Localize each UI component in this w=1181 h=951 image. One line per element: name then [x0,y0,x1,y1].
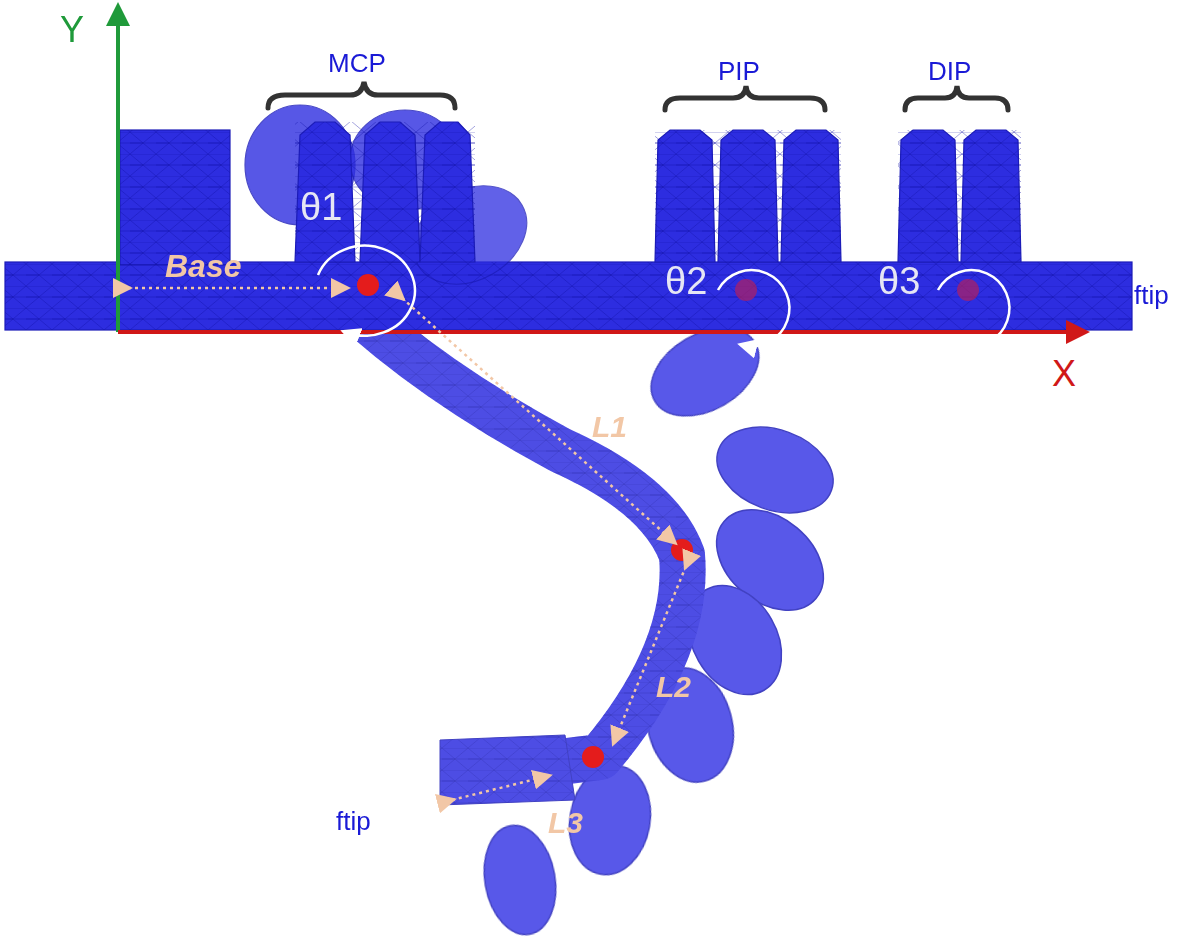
joint-angle: θ1 [300,188,342,226]
dimension-label: L2 [656,672,691,702]
dimension-label: L1 [592,412,627,442]
joint-name: PIP [718,58,760,84]
joint-name: DIP [928,58,971,84]
axis-label: X [1052,356,1076,392]
joint-name: MCP [328,50,386,76]
joint-angle: θ2 [665,262,707,300]
force-label: ftip [1134,282,1169,308]
force-label: ftip [336,808,371,834]
dimension-label: Base [165,250,242,282]
joint-angle: θ3 [878,262,920,300]
dimension-label: L3 [548,808,583,838]
axis-label: Y [60,12,84,48]
